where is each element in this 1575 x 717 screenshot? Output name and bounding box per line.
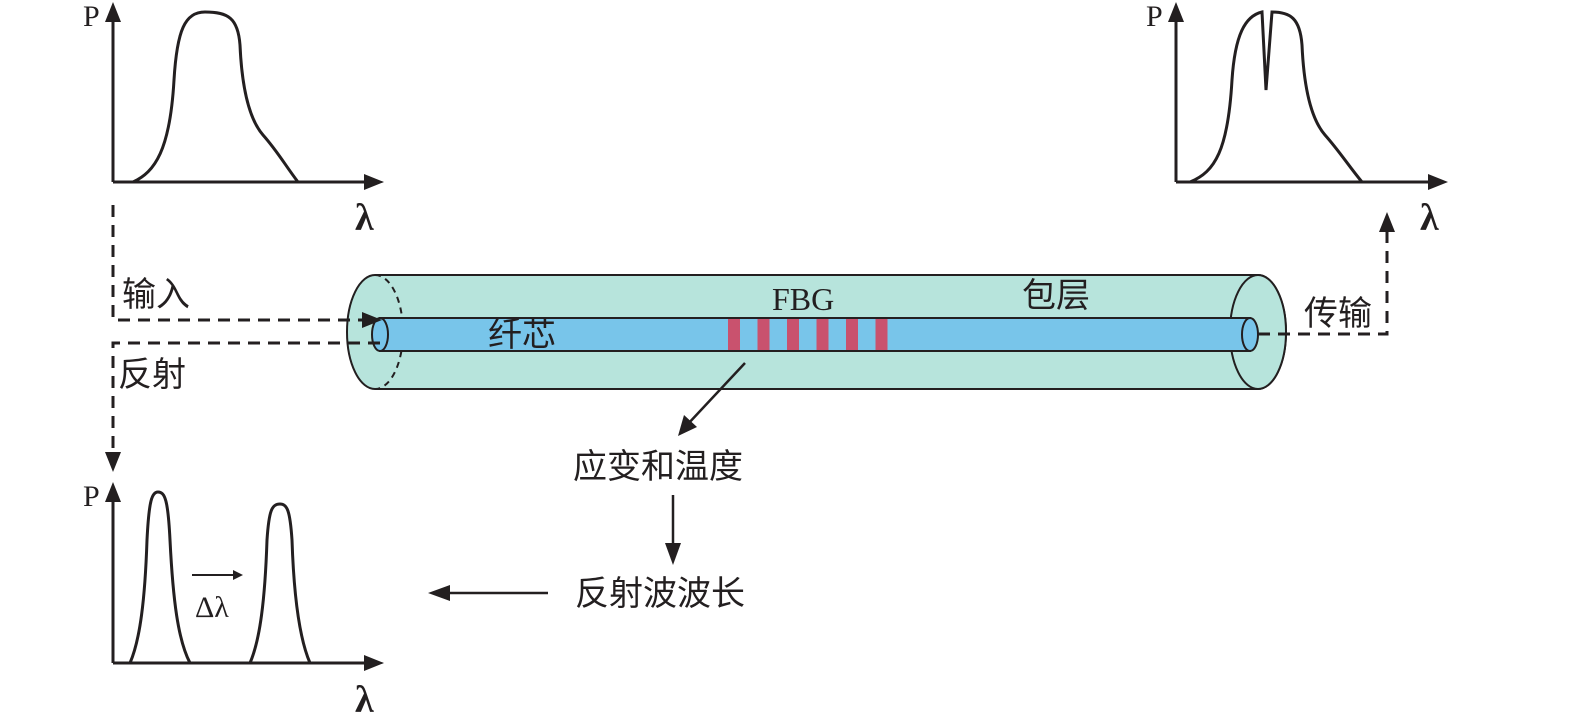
wavelength-to-spectrum-arrow-icon bbox=[428, 585, 450, 601]
grating-bar bbox=[816, 319, 829, 350]
reflect-wavelength-label: 反射波波长 bbox=[575, 574, 745, 614]
grating-bar bbox=[728, 319, 740, 350]
delta-lambda-label: Δλ bbox=[195, 591, 229, 624]
grating-to-strain-arrow-icon bbox=[678, 415, 697, 436]
core bbox=[379, 317, 1251, 352]
transmit-spectrum-plot: P λ bbox=[1146, 0, 1448, 239]
transmit-y-label: P bbox=[1146, 0, 1163, 33]
input-y-label: P bbox=[83, 0, 100, 33]
core-right-end bbox=[1241, 317, 1259, 352]
input-arrow-icon bbox=[362, 312, 382, 328]
fbg-label: FBG bbox=[772, 281, 834, 317]
sensing-flow: 应变和温度 反射波波长 bbox=[428, 362, 746, 614]
reflect-y-arrow-icon bbox=[105, 482, 121, 502]
transmit-x-arrow-icon bbox=[1428, 174, 1448, 190]
optical-fiber: 纤芯 FBG 包层 bbox=[346, 274, 1287, 390]
input-path bbox=[111, 205, 362, 322]
reflect-peak-2 bbox=[248, 502, 312, 664]
input-y-arrow-icon bbox=[105, 2, 121, 22]
core-label: 纤芯 bbox=[488, 315, 556, 355]
reflect-peak-1 bbox=[128, 490, 192, 664]
cladding-label: 包层 bbox=[1022, 276, 1090, 316]
transmit-x-label: λ bbox=[1420, 197, 1439, 239]
transmit-arrow-icon bbox=[1379, 212, 1395, 232]
signal-paths: 输入 反射 传输 bbox=[105, 205, 1395, 472]
strain-temp-label: 应变和温度 bbox=[573, 447, 743, 487]
transmit-spectrum-curve bbox=[1189, 10, 1364, 184]
reflect-x-label: λ bbox=[355, 679, 374, 717]
input-label: 输入 bbox=[122, 275, 190, 315]
reflect-x-arrow-icon bbox=[364, 655, 384, 671]
input-x-arrow-icon bbox=[364, 174, 384, 190]
delta-lambda-arrow-icon bbox=[233, 570, 243, 580]
grating-bar bbox=[757, 319, 770, 350]
input-spectrum-curve bbox=[132, 10, 300, 184]
reflect-label: 反射 bbox=[118, 355, 186, 395]
reflect-arrow-icon bbox=[105, 452, 121, 472]
input-x-label: λ bbox=[355, 197, 374, 239]
grating-to-strain-arrow bbox=[686, 362, 746, 426]
transmit-y-arrow-icon bbox=[1168, 2, 1184, 22]
fbg-grating bbox=[728, 319, 888, 350]
grating-bar bbox=[875, 319, 888, 350]
reflect-path bbox=[111, 341, 380, 452]
reflect-spectrum-plot: Δλ P λ bbox=[83, 480, 384, 717]
input-spectrum-plot: P λ bbox=[83, 0, 384, 239]
grating-bar bbox=[846, 319, 858, 350]
transmit-path bbox=[1258, 232, 1389, 336]
transmit-label: 传输 bbox=[1304, 294, 1372, 334]
strain-to-wavelength-arrow-icon bbox=[665, 543, 681, 565]
reflect-y-label: P bbox=[83, 480, 100, 513]
grating-bar bbox=[787, 319, 799, 350]
